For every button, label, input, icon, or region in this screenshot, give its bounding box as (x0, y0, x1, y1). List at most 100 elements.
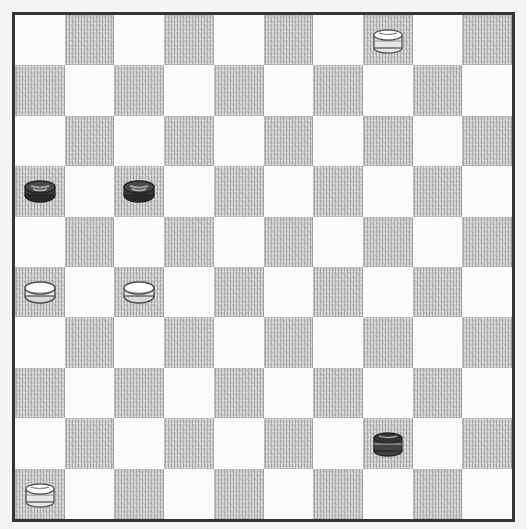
board-square[interactable] (15, 418, 65, 468)
draughts-board[interactable] (15, 15, 512, 519)
board-square[interactable] (15, 469, 65, 519)
board-square[interactable] (164, 166, 214, 216)
board-square[interactable] (15, 368, 65, 418)
board-square[interactable] (114, 267, 164, 317)
board-square[interactable] (413, 368, 463, 418)
board-square[interactable] (264, 166, 314, 216)
board-square[interactable] (15, 267, 65, 317)
board-square[interactable] (114, 368, 164, 418)
board-square[interactable] (264, 469, 314, 519)
white-king-piece[interactable] (369, 26, 407, 54)
board-square[interactable] (164, 368, 214, 418)
board-square[interactable] (462, 267, 512, 317)
board-square[interactable] (65, 65, 115, 115)
board-square[interactable] (363, 166, 413, 216)
board-square[interactable] (164, 217, 214, 267)
board-square[interactable] (462, 317, 512, 367)
board-square[interactable] (462, 368, 512, 418)
board-square[interactable] (413, 217, 463, 267)
white-king-piece[interactable] (21, 480, 59, 508)
board-square[interactable] (363, 217, 413, 267)
board-square[interactable] (114, 15, 164, 65)
board-square[interactable] (413, 418, 463, 468)
board-square[interactable] (462, 469, 512, 519)
board-square[interactable] (15, 116, 65, 166)
board-square[interactable] (313, 15, 363, 65)
board-square[interactable] (313, 116, 363, 166)
board-square[interactable] (65, 469, 115, 519)
board-square[interactable] (164, 65, 214, 115)
board-square[interactable] (313, 469, 363, 519)
board-square[interactable] (264, 116, 314, 166)
black-king-piece[interactable] (369, 429, 407, 457)
board-square[interactable] (313, 217, 363, 267)
board-square[interactable] (214, 418, 264, 468)
black-man-piece[interactable] (21, 177, 59, 205)
board-square[interactable] (114, 217, 164, 267)
board-square[interactable] (164, 418, 214, 468)
board-square[interactable] (413, 15, 463, 65)
board-square[interactable] (15, 15, 65, 65)
board-square[interactable] (164, 317, 214, 367)
board-square[interactable] (313, 418, 363, 468)
board-square[interactable] (114, 166, 164, 216)
board-square[interactable] (15, 217, 65, 267)
board-square[interactable] (413, 116, 463, 166)
board-square[interactable] (363, 418, 413, 468)
board-square[interactable] (114, 116, 164, 166)
board-square[interactable] (363, 65, 413, 115)
board-square[interactable] (214, 15, 264, 65)
board-square[interactable] (363, 469, 413, 519)
black-man-piece[interactable] (120, 177, 158, 205)
board-square[interactable] (65, 116, 115, 166)
board-square[interactable] (462, 116, 512, 166)
board-square[interactable] (114, 469, 164, 519)
board-square[interactable] (264, 317, 314, 367)
board-square[interactable] (65, 317, 115, 367)
board-square[interactable] (313, 317, 363, 367)
board-square[interactable] (214, 317, 264, 367)
board-square[interactable] (264, 368, 314, 418)
board-square[interactable] (413, 317, 463, 367)
board-square[interactable] (164, 116, 214, 166)
board-square[interactable] (313, 65, 363, 115)
white-man-piece[interactable] (21, 278, 59, 306)
board-square[interactable] (214, 368, 264, 418)
board-square[interactable] (214, 116, 264, 166)
board-square[interactable] (413, 469, 463, 519)
white-man-piece[interactable] (120, 278, 158, 306)
board-square[interactable] (462, 166, 512, 216)
board-square[interactable] (313, 368, 363, 418)
board-square[interactable] (363, 317, 413, 367)
board-square[interactable] (462, 418, 512, 468)
board-square[interactable] (214, 65, 264, 115)
board-square[interactable] (313, 166, 363, 216)
board-square[interactable] (114, 65, 164, 115)
board-square[interactable] (264, 217, 314, 267)
board-square[interactable] (114, 418, 164, 468)
board-square[interactable] (264, 267, 314, 317)
board-square[interactable] (214, 267, 264, 317)
board-square[interactable] (65, 368, 115, 418)
board-square[interactable] (462, 65, 512, 115)
board-square[interactable] (164, 267, 214, 317)
board-square[interactable] (65, 418, 115, 468)
board-square[interactable] (15, 317, 65, 367)
board-square[interactable] (114, 317, 164, 367)
board-square[interactable] (264, 65, 314, 115)
board-square[interactable] (264, 418, 314, 468)
board-square[interactable] (164, 15, 214, 65)
board-square[interactable] (264, 15, 314, 65)
board-square[interactable] (313, 267, 363, 317)
board-square[interactable] (363, 368, 413, 418)
board-square[interactable] (413, 65, 463, 115)
board-square[interactable] (462, 15, 512, 65)
board-square[interactable] (65, 267, 115, 317)
board-square[interactable] (413, 267, 463, 317)
board-square[interactable] (65, 166, 115, 216)
board-square[interactable] (413, 166, 463, 216)
board-square[interactable] (462, 217, 512, 267)
board-square[interactable] (65, 15, 115, 65)
board-square[interactable] (164, 469, 214, 519)
board-square[interactable] (363, 267, 413, 317)
